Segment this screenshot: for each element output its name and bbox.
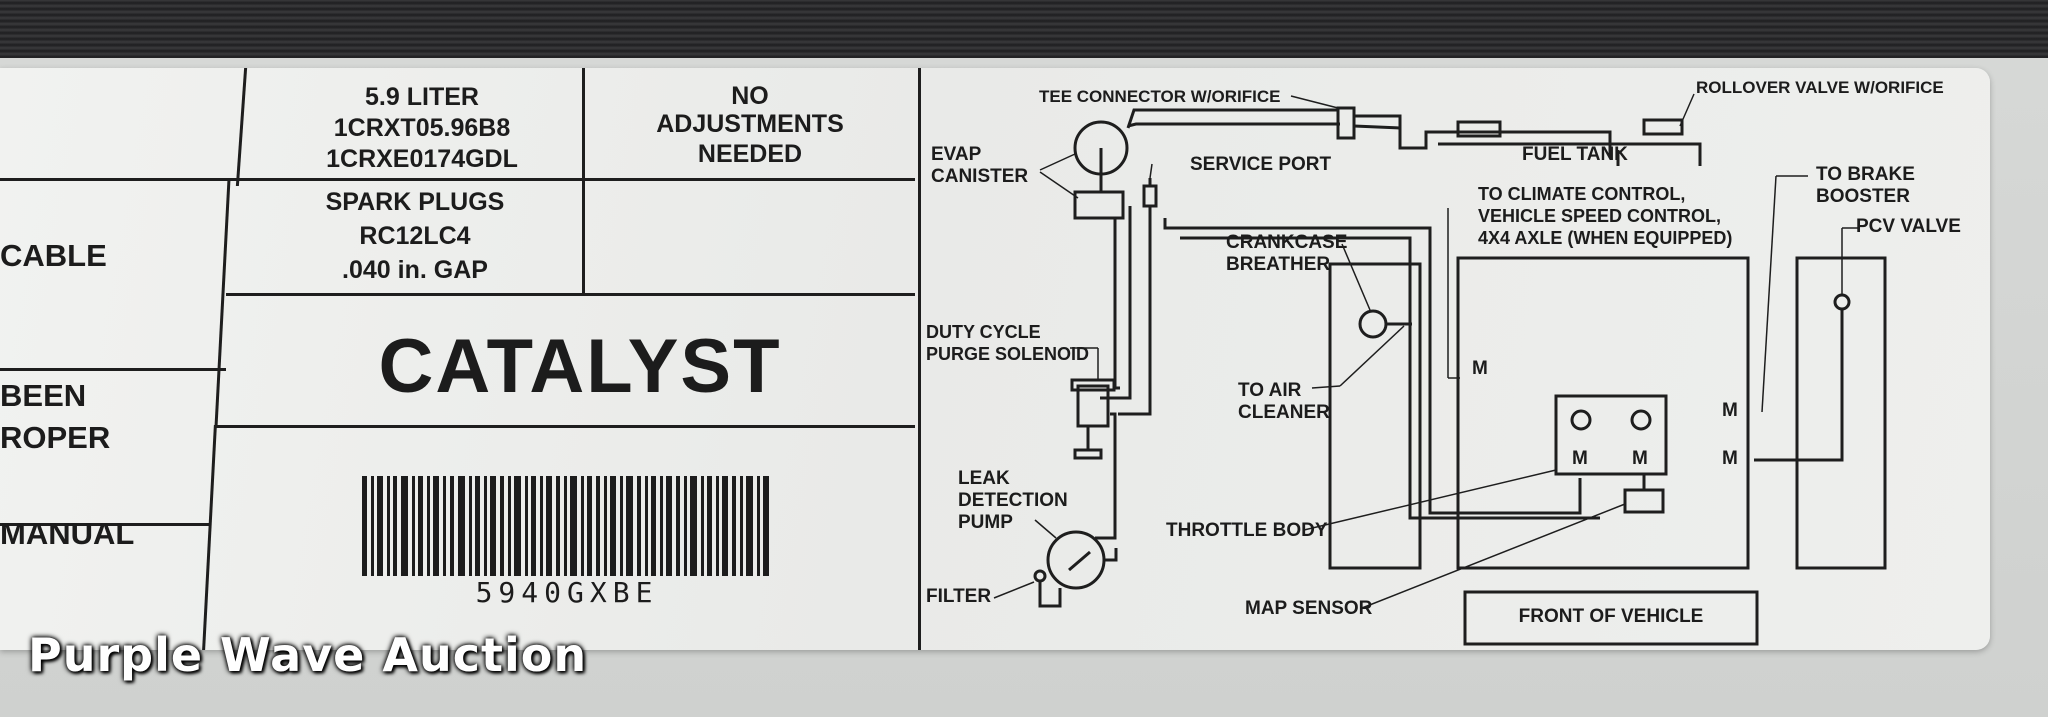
watermark: Purple Wave Auction xyxy=(28,628,588,682)
service-port-label: SERVICE PORT xyxy=(1190,154,1332,175)
leak-detection-label-2: DETECTION xyxy=(958,490,1068,511)
map-sensor-label: MAP SENSOR xyxy=(1245,598,1373,619)
edge-text-manual: MANUAL xyxy=(0,516,135,551)
adjustments-line-3: NEEDED xyxy=(697,140,803,168)
edge-text-been: BEEN xyxy=(0,378,87,413)
m-marker: M xyxy=(1572,448,1588,469)
front-of-vehicle-label: FRONT OF VEHICLE xyxy=(1518,606,1704,627)
barcode xyxy=(362,476,769,576)
emission-label: 5.9 LITER 1CRXT05.96B8 1CRXE0174GDL NO A… xyxy=(0,68,1990,650)
m-marker: M xyxy=(1632,448,1648,469)
to-air-cleaner-label-1: TO AIR xyxy=(1238,380,1302,401)
duty-cycle-label-2: PURGE SOLENOID xyxy=(926,344,1090,364)
pcv-valve-label: PCV VALVE xyxy=(1856,216,1961,237)
climate-control-label-1: TO CLIMATE CONTROL, xyxy=(1478,184,1686,204)
edge-text-cable: CABLE xyxy=(0,238,107,273)
crankcase-breather-label-1: CRANKCASE xyxy=(1226,232,1348,253)
m-marker: M xyxy=(1722,448,1738,469)
engine-grille xyxy=(0,0,2048,60)
adjustments-line-1: NO xyxy=(731,82,769,110)
leak-detection-label-3: PUMP xyxy=(958,512,1013,533)
table-line xyxy=(582,68,585,296)
edge-text-roper: ROPER xyxy=(0,420,111,455)
table-line xyxy=(0,523,210,526)
table-line xyxy=(226,293,915,296)
throttle-body-label: THROTTLE BODY xyxy=(1166,520,1328,541)
rollover-valve-label: ROLLOVER VALVE W/ORIFICE xyxy=(1696,78,1944,97)
spark-plugs-title: SPARK PLUGS xyxy=(325,188,505,216)
engine-displacement: 5.9 LITER xyxy=(365,83,479,111)
climate-control-label-2: VEHICLE SPEED CONTROL, xyxy=(1478,206,1722,226)
brake-booster-label-2: BOOSTER xyxy=(1816,186,1910,207)
adjustments-line-2: ADJUSTMENTS xyxy=(656,110,844,138)
filter-label: FILTER xyxy=(926,586,992,607)
table-line xyxy=(0,178,915,181)
evap-family-code: 1CRXE0174GDL xyxy=(326,145,518,173)
vacuum-hose-diagram xyxy=(993,93,1887,646)
barcode-number: 5940GXBE xyxy=(475,576,659,609)
climate-control-label-3: 4X4 AXLE (WHEN EQUIPPED) xyxy=(1478,228,1733,248)
engine-family-code: 1CRXT05.96B8 xyxy=(333,114,511,142)
spark-plugs-gap: .040 in. GAP xyxy=(342,256,488,284)
duty-cycle-label-1: DUTY CYCLE xyxy=(926,322,1041,342)
leak-detection-label-1: LEAK xyxy=(958,468,1010,489)
table-line xyxy=(918,68,921,650)
tee-connector-label: TEE CONNECTOR W/ORIFICE xyxy=(1039,87,1281,106)
evap-canister-label-2: CANISTER xyxy=(931,166,1029,187)
table-line xyxy=(0,368,226,371)
evap-canister-label-1: EVAP xyxy=(931,144,982,165)
fuel-tank-label: FUEL TANK xyxy=(1522,144,1628,165)
spark-plugs-model: RC12LC4 xyxy=(359,222,471,250)
m-marker: M xyxy=(1722,400,1738,421)
catalyst-title: CATALYST xyxy=(378,324,782,409)
crankcase-breather-label-2: BREATHER xyxy=(1226,254,1331,275)
brake-booster-label-1: TO BRAKE xyxy=(1816,164,1915,185)
table-line xyxy=(216,425,915,428)
to-air-cleaner-label-2: CLEANER xyxy=(1238,402,1330,423)
m-marker: M xyxy=(1472,358,1488,379)
